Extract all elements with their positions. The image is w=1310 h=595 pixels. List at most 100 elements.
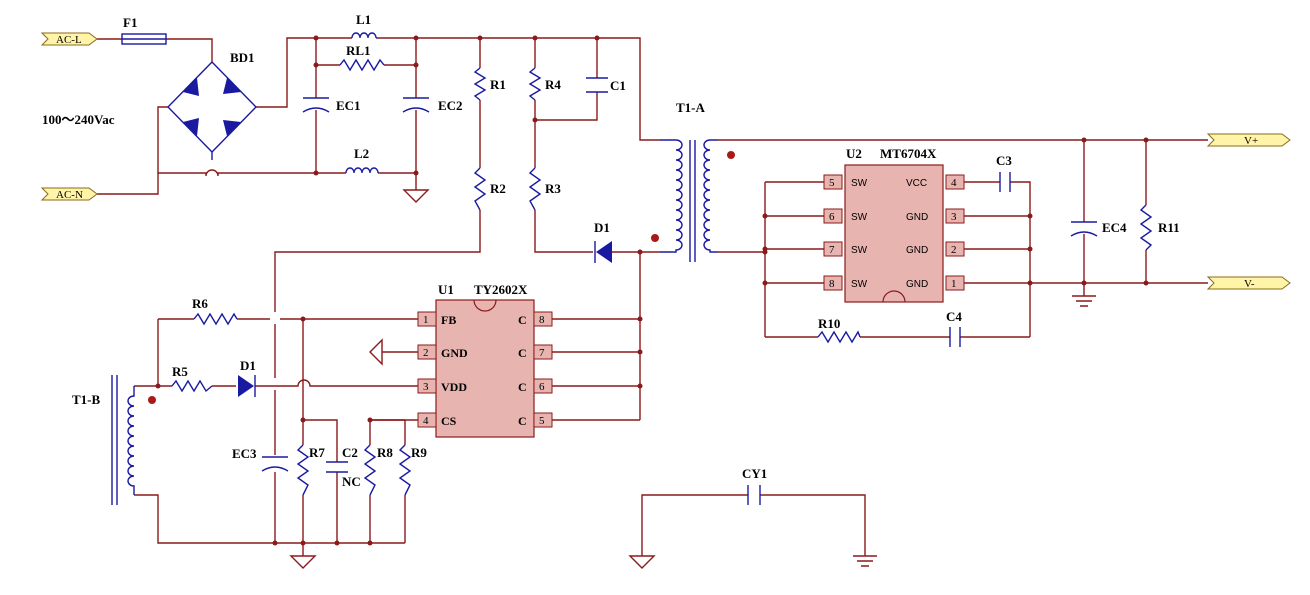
svg-text:SW: SW (851, 279, 868, 290)
svg-text:5: 5 (539, 415, 545, 427)
u1-pin-2: 2 GND (417, 344, 468, 360)
svg-text:4: 4 (423, 415, 429, 427)
c2-value-label: NC (342, 474, 361, 489)
resistor-r11: R11 (1139, 204, 1180, 251)
u2-pin-8: 8 SW (823, 275, 868, 291)
wires (97, 37, 1208, 556)
u1-label: U1 (438, 282, 454, 297)
fuse-f1: F1 (121, 15, 167, 45)
svg-text:SW: SW (851, 245, 868, 256)
svg-text:2: 2 (423, 347, 429, 359)
svg-text:7: 7 (539, 347, 545, 359)
inductor-l1: L1 (351, 12, 378, 39)
capacitor-c2: C2 NC (326, 445, 361, 489)
diode-d1-top: D1 (594, 220, 612, 263)
u2-pin-4: 4 VCC (906, 174, 965, 190)
ground-symbol-2 (369, 338, 383, 366)
u1-part-label: TY2602X (474, 282, 528, 297)
l2-label: L2 (354, 146, 369, 161)
resistor-r10: R10 (817, 316, 861, 344)
u2-pin-1: 1 GND (906, 275, 965, 291)
r1-label: R1 (490, 77, 506, 92)
svg-text:7: 7 (829, 244, 835, 256)
u1-pin-5: 5 C (518, 412, 553, 428)
r10-label: R10 (818, 316, 840, 331)
capacitor-ec1: EC1 (302, 97, 361, 113)
port-ac-l-label: AC-L (56, 34, 82, 46)
r4-label: R4 (545, 77, 561, 92)
svg-text:GND: GND (441, 346, 468, 360)
port-ac-n-label: AC-N (56, 189, 83, 201)
capacitor-cy1: CY1 (742, 466, 767, 505)
svg-text:3: 3 (951, 211, 957, 223)
ground-symbol-4 (628, 555, 656, 569)
svg-text:4: 4 (951, 177, 957, 189)
port-ac-n: AC-N (40, 187, 98, 201)
u2-pin-6: 6 SW (823, 208, 868, 224)
svg-text:C: C (518, 414, 527, 428)
svg-text:GND: GND (906, 245, 928, 256)
svg-text:8: 8 (829, 278, 835, 290)
svg-text:3: 3 (423, 381, 429, 393)
port-ac-l: AC-L (40, 32, 98, 46)
t1a-label: T1-A (676, 100, 706, 115)
resistor-r8: R8 (363, 444, 393, 496)
ground-symbol-1 (402, 189, 430, 203)
svg-text:8: 8 (539, 314, 545, 326)
d1-top-label: D1 (594, 220, 610, 235)
earth-ground-symbol-2 (853, 555, 877, 567)
svg-text:C: C (518, 346, 527, 360)
ec3-label: EC3 (232, 446, 257, 461)
svg-text:VCC: VCC (906, 178, 927, 189)
ec2-label: EC2 (438, 98, 463, 113)
svg-text:1: 1 (423, 314, 429, 326)
c1-label: C1 (610, 78, 626, 93)
input-voltage-label: 100～240Vac (42, 112, 115, 127)
resistor-r5: R5 (171, 364, 213, 393)
earth-ground-symbol-1 (1072, 295, 1096, 307)
junction-dots (155, 35, 1149, 546)
r7-label: R7 (309, 445, 325, 460)
r8-label: R8 (377, 445, 393, 460)
resistor-r9: R9 (398, 444, 427, 496)
u1-pin-3: 3 VDD (417, 378, 467, 394)
resistor-r3: R3 (528, 167, 561, 211)
port-v-plus-label: V+ (1244, 135, 1258, 147)
svg-text:6: 6 (539, 381, 545, 393)
resistor-r2: R2 (473, 167, 506, 211)
capacitor-ec3: EC3 (232, 446, 289, 472)
port-v-plus: V+ (1206, 133, 1291, 147)
svg-text:C: C (518, 380, 527, 394)
svg-text:6: 6 (829, 211, 835, 223)
port-v-minus: V- (1206, 276, 1291, 290)
u2-label: U2 (846, 146, 862, 161)
ground-symbol-3 (289, 555, 317, 569)
svg-text:CS: CS (441, 414, 457, 428)
transformer-t1b: T1-B (72, 375, 156, 505)
r2-label: R2 (490, 181, 506, 196)
r11-label: R11 (1158, 220, 1180, 235)
bridge-rectifier-bd1: BD1 (167, 50, 257, 160)
svg-text:1: 1 (951, 278, 957, 290)
rl1-label: RL1 (346, 43, 371, 58)
diode-d1-bottom: D1 (238, 358, 256, 397)
resistor-r7: R7 (296, 444, 325, 496)
svg-text:VDD: VDD (441, 380, 467, 394)
r9-label: R9 (411, 445, 427, 460)
svg-text:GND: GND (906, 212, 928, 223)
u1-pin-6: 6 C (518, 378, 553, 394)
cy1-label: CY1 (742, 466, 767, 481)
u2-pin-7: 7 SW (823, 241, 868, 257)
capacitor-ec4: EC4 (1070, 220, 1127, 237)
u2-pin-2: 2 GND (906, 241, 965, 257)
d1-bottom-label: D1 (240, 358, 256, 373)
u2-pin-5: 5 SW (823, 174, 868, 190)
bd1-label: BD1 (230, 50, 255, 65)
capacitor-c3: C3 (996, 153, 1012, 192)
u1-pin-7: 7 C (518, 344, 553, 360)
svg-text:C: C (518, 313, 527, 327)
r6-label: R6 (192, 296, 208, 311)
resistor-r1: R1 (473, 67, 506, 101)
ic-u1: U1 TY2602X 1 FB 2 GND 3 VDD 4 CS 8 C (417, 282, 553, 438)
